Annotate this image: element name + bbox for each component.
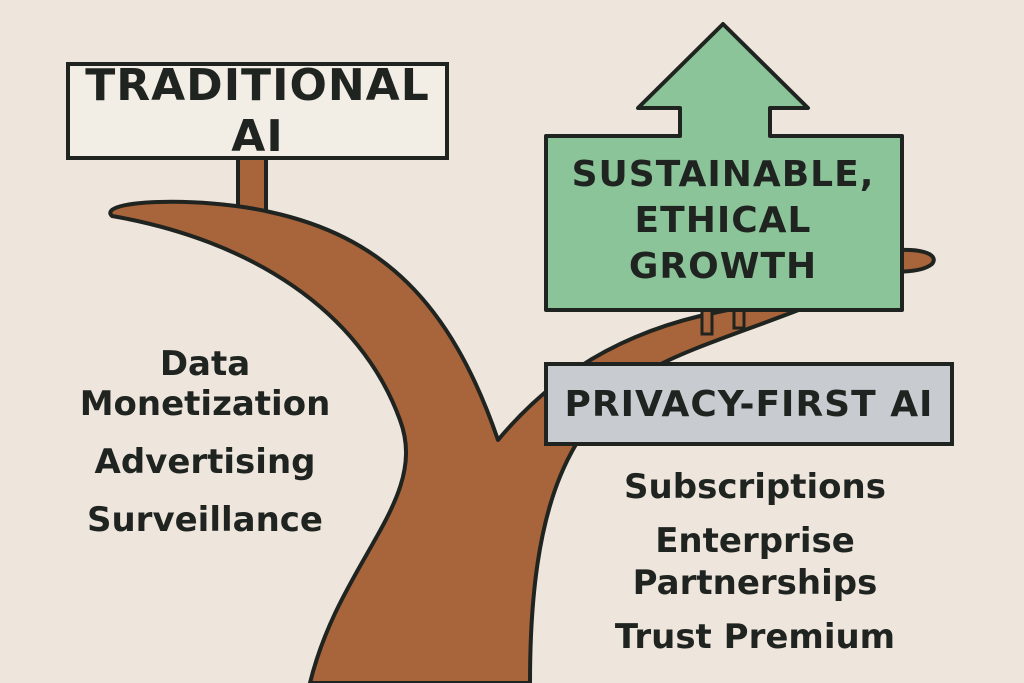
list-item: Partnerships [632, 563, 878, 603]
traditional-ai-sign: TRADITIONAL AI [66, 60, 449, 162]
list-item: Surveillance [86, 500, 323, 540]
list-item: Data [159, 344, 251, 384]
list-item: Enterprise [655, 521, 855, 561]
traditional-ai-revenue-list: Data Monetization Advertising Surveillan… [70, 344, 340, 540]
privacy-first-ai-label: PRIVACY-FIRST AI [564, 383, 934, 425]
list-item: Subscriptions [624, 467, 886, 507]
list-item: Monetization [79, 384, 331, 424]
privacy-first-revenue-list: Subscriptions Enterprise Partnerships Tr… [600, 466, 910, 658]
sustainable-growth-label: SUSTAINABLE, ETHICAL GROWTH [571, 154, 875, 287]
growth-arrow-sign [544, 22, 904, 312]
sustainable-growth-sign: SUSTAINABLE, ETHICAL GROWTH [546, 134, 900, 308]
privacy-first-ai-sign: PRIVACY-FIRST AI [544, 362, 954, 446]
list-item: Trust Premium [614, 617, 896, 657]
list-item: Advertising [94, 442, 316, 482]
traditional-ai-label: TRADITIONAL AI [85, 60, 430, 162]
